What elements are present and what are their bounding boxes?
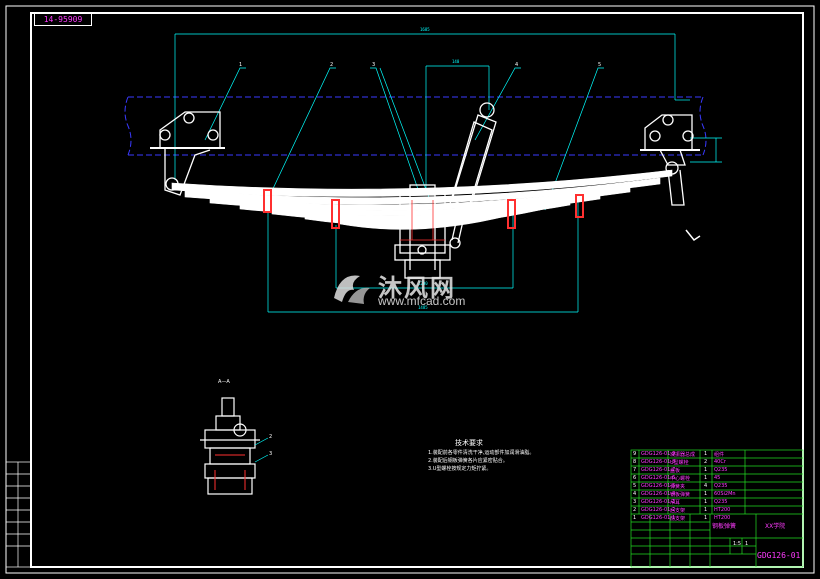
bom-code: GDG126-01-3 <box>641 499 676 505</box>
bom-mat: 45 <box>714 475 721 481</box>
dimension-texts: 1685 140 1485 1200 <box>418 27 460 310</box>
dim-bottom-right: 1200 <box>418 281 428 286</box>
bom-no: 7 <box>633 467 637 473</box>
bom-qty: 1 <box>704 491 708 497</box>
watermark: 沐风网 www.mfcad.com <box>330 268 500 310</box>
dimension-lines <box>174 33 722 313</box>
leaf-spring <box>171 169 673 230</box>
tech-note-line: 3.U型螺栓按规定力矩拧紧。 <box>428 466 492 472</box>
bom-qty: 4 <box>704 483 708 489</box>
leader-label-2: 2 <box>330 62 333 68</box>
bom-code: GDG126-01-7 <box>641 467 676 473</box>
bom-code: GDG126-01-1 <box>641 515 676 521</box>
bom-code: GDG126-01-2 <box>641 507 676 513</box>
bom-mat: HT200 <box>714 507 731 513</box>
dim-mid: 140 <box>452 59 460 64</box>
bom-code: GDG126-01-6 <box>641 475 676 481</box>
bom-qty: 1 <box>704 451 708 457</box>
bom-code: GDG126-01-9 <box>641 451 676 457</box>
company-name: XX学院 <box>765 523 786 530</box>
bom-no: 2 <box>633 507 637 513</box>
dim-top: 1685 <box>420 27 430 32</box>
leader-lines <box>204 67 604 211</box>
section-view-hatch <box>214 454 246 490</box>
tech-note-line: 1.装配前各零件清洗干净,运动部件加润滑油脂。 <box>428 450 535 456</box>
bom-qty: 1 <box>704 467 708 473</box>
title-block-grid <box>630 449 804 568</box>
bom-name: 弹簧夹 <box>670 484 686 490</box>
shock-absorber <box>449 102 497 249</box>
spring-clips <box>263 189 584 229</box>
bom-mat: 组件 <box>714 452 725 458</box>
rear-bracket <box>640 114 701 242</box>
bom-mat: Q235 <box>714 499 728 505</box>
watermark-url: www.mfcad.com <box>378 294 466 308</box>
bom-no: 9 <box>633 451 637 457</box>
watermark-cn: 沐风网 <box>378 274 456 302</box>
front-bracket <box>150 111 225 196</box>
section-leader-label-2: 2 <box>269 434 272 440</box>
bom-no: 3 <box>633 499 637 505</box>
bom-no: 4 <box>633 491 637 497</box>
outer-border <box>5 5 815 574</box>
dim-bottom: 1485 <box>418 305 428 310</box>
bom-mat: HT200 <box>714 515 731 521</box>
bom-qty: 1 <box>704 515 708 521</box>
axle-seat <box>394 184 451 279</box>
drawing-code-tag: 14-95909 <box>34 13 92 26</box>
leader-label-5: 5 <box>598 62 601 68</box>
bom-name: 后支架 <box>670 508 686 514</box>
section-view <box>200 397 260 495</box>
bom-qty: 1 <box>704 507 708 513</box>
section-leader-labels: 2 3 <box>269 434 272 457</box>
inner-border <box>30 12 804 568</box>
bom-name: 盖板 <box>670 468 681 474</box>
bom-qty: 1 <box>704 475 708 481</box>
leader-label-1: 1 <box>239 62 242 68</box>
bom-code: GDG126-01-4 <box>641 491 676 497</box>
bom-mat: Q235 <box>714 467 728 473</box>
bom-qty: 2 <box>704 459 708 465</box>
bom-name: 前支架 <box>670 516 686 522</box>
bom-no: 5 <box>633 483 637 489</box>
bom-no: 8 <box>633 459 637 465</box>
bom-mat: 60Si2Mn <box>714 491 736 497</box>
section-leader-label-3: 3 <box>269 451 272 457</box>
bom-name: U型螺栓 <box>670 460 689 466</box>
tech-notes-title: 技术要求 <box>455 439 483 447</box>
frame-centerline <box>124 96 707 156</box>
leader-label-4: 4 <box>515 62 518 68</box>
leader-labels: 1 2 3 4 5 <box>239 62 601 68</box>
sheet-value: 1 <box>745 541 749 547</box>
left-stamp-table <box>5 461 32 568</box>
bom-mat: Q235 <box>714 483 728 489</box>
bom-no: 1 <box>633 515 637 521</box>
bom-code: GDG126-01-8 <box>641 459 676 465</box>
bom-name: 钢板弹簧 <box>670 492 691 498</box>
part-name: 钢板弹簧 <box>712 523 737 530</box>
axle-seat-hatch <box>400 200 445 241</box>
bom-qty: 1 <box>704 499 708 505</box>
bom-name: 吊耳 <box>670 500 681 506</box>
bom-mat: 40Cr <box>714 459 726 465</box>
bom-name: 中心螺栓 <box>670 476 691 482</box>
section-leaders <box>254 437 269 463</box>
bom-code: GDG126-01-5 <box>641 483 676 489</box>
section-label: A—A <box>218 379 230 385</box>
drawing-number: GDG126-01 <box>757 551 801 560</box>
scale-value: 1:5 <box>733 541 742 547</box>
bom-no: 6 <box>633 475 637 481</box>
tech-note-line: 2.装配后钢板弹簧各片应紧密贴合。 <box>428 458 508 464</box>
watermark-logo-icon <box>334 275 370 304</box>
leader-label-3: 3 <box>372 62 375 68</box>
bom-name: 减振器总成 <box>670 452 696 458</box>
